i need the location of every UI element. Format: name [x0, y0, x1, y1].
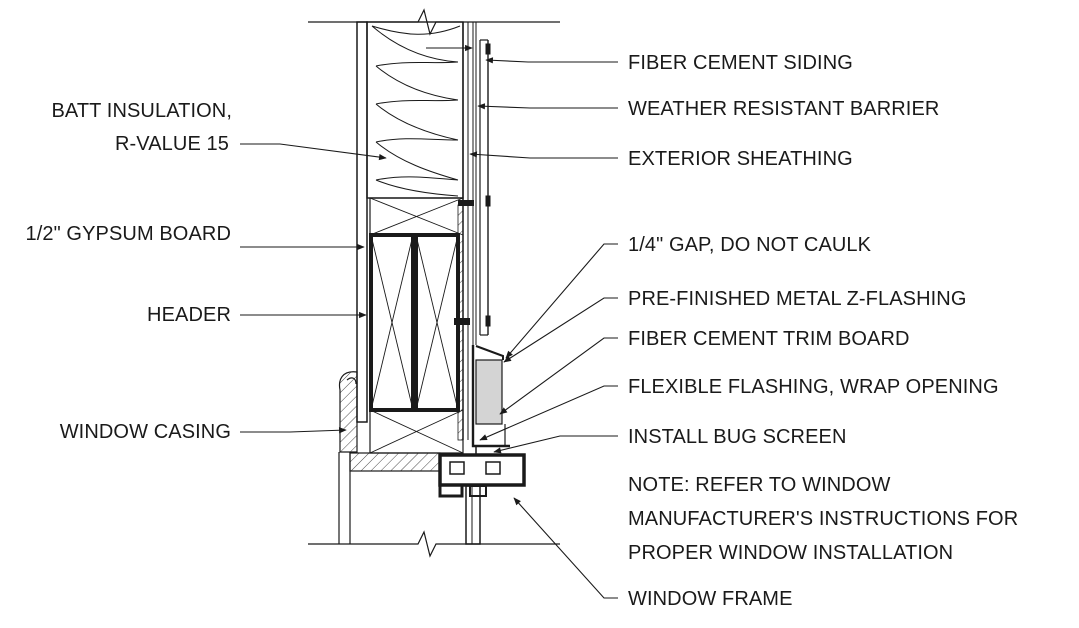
header-assembly: [369, 197, 474, 454]
leader-gap: [505, 243, 618, 359]
leader-weather-resistant-barrier: [477, 103, 618, 110]
leader-lines: [240, 44, 618, 599]
leader-window-casing: [240, 427, 347, 434]
flashing-and-trim: [471, 345, 510, 448]
break-lines: [308, 8, 560, 558]
window-casing-trim: [338, 371, 441, 544]
gypsum-board: [356, 21, 368, 423]
window-frame-section: [438, 446, 526, 545]
leader-exterior-sheathing: [469, 151, 618, 159]
leader-insulation: [240, 143, 387, 161]
leader-trim-board: [499, 337, 618, 415]
leader-fiber-cement-siding: [485, 57, 618, 64]
leader-bug-screen: [493, 435, 618, 454]
leader-z-flashing: [503, 297, 618, 363]
leader-window-frame: [513, 497, 618, 599]
leader-flexible-flashing: [479, 385, 618, 441]
